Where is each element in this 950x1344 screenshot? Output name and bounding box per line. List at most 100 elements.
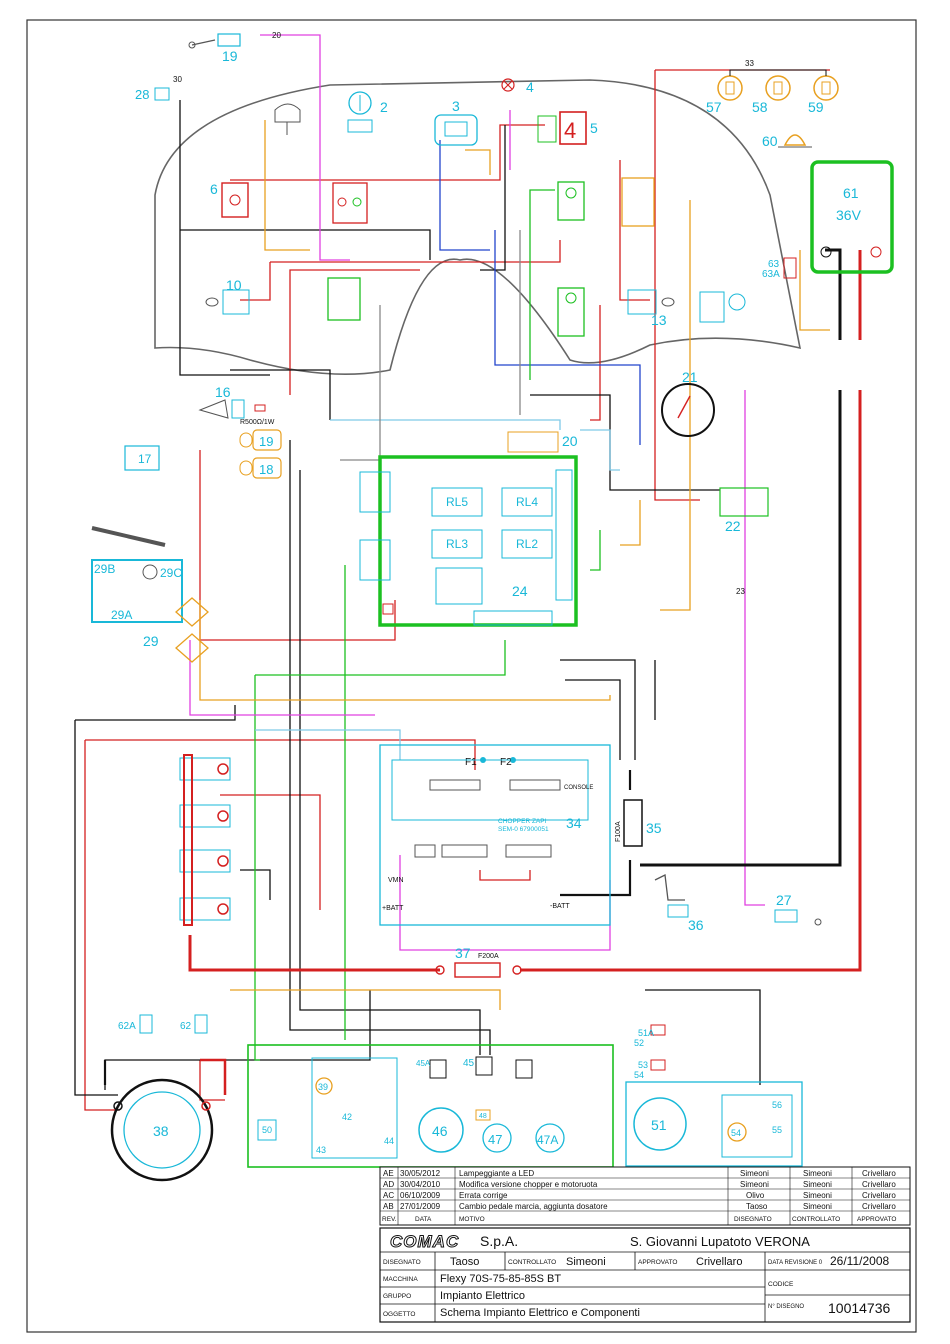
svg-text:APPROVATO: APPROVATO xyxy=(857,1216,896,1223)
label-18: 18 xyxy=(259,462,273,477)
group-name: Impianto Elettrico xyxy=(440,1290,525,1302)
svg-text:4: 4 xyxy=(564,118,576,143)
component-58: 60 xyxy=(762,133,812,149)
checked-label: CONTROLLATO xyxy=(508,1259,556,1266)
component-indicator-38 xyxy=(557,287,585,337)
drawn-label: DISEGNATO xyxy=(383,1259,421,1266)
company-suffix: S.p.A. xyxy=(480,1233,518,1249)
component-60: 62 xyxy=(180,1014,208,1034)
component-17: 17 xyxy=(124,445,160,471)
component-61: 62A xyxy=(118,1014,153,1034)
label-21: 21 xyxy=(682,369,698,385)
label-58: 60 xyxy=(762,133,778,149)
code-label: CODICE xyxy=(768,1281,794,1288)
revision-header: REV. DATA MOTIVO DISEGNATO CONTROLLATO A… xyxy=(382,1216,896,1223)
label-36: 36 xyxy=(688,917,704,933)
label-47: 47 xyxy=(488,1132,502,1147)
component-3: 3 xyxy=(434,98,478,146)
svg-text:Simeoni: Simeoni xyxy=(803,1191,832,1200)
component-21: 21 xyxy=(661,369,715,437)
drawing-no-label: N° DISEGNO xyxy=(768,1304,804,1310)
label-62A: 54 xyxy=(634,1070,644,1080)
batt-plus-label: +BATT xyxy=(382,905,404,912)
component-relay-cluster-b xyxy=(327,277,361,321)
revision-row-ad: AD 30/04/2010 Modifica versione chopper … xyxy=(383,1180,896,1189)
label-61: 62A xyxy=(118,1021,136,1032)
svg-text:AB: AB xyxy=(383,1202,394,1211)
label-45A: 45A xyxy=(416,1059,431,1068)
svg-text:DATA: DATA xyxy=(415,1216,432,1223)
label-56: 58 xyxy=(752,99,768,115)
svg-text:Olivo: Olivo xyxy=(746,1191,765,1200)
component-29: 29B 29C 29A 29 xyxy=(91,526,209,663)
svg-text:Simeoni: Simeoni xyxy=(803,1180,832,1189)
component-5: 4 5 xyxy=(537,111,598,145)
subject-label: OGGETTO xyxy=(383,1311,415,1318)
component-18: 18 xyxy=(239,457,282,479)
label-52: 54 xyxy=(731,1128,741,1138)
wire-label-20: 20 xyxy=(272,31,281,40)
relay-rl4: RL4 xyxy=(516,495,538,509)
checked-by: Simeoni xyxy=(566,1256,606,1268)
component-2: 2 xyxy=(347,91,388,133)
component-59-battery: 61 36V xyxy=(810,160,894,274)
fuse-f2: F2 xyxy=(500,757,512,768)
revision-date-label: DATA REVISIONE 0 xyxy=(768,1260,823,1266)
wiring xyxy=(74,34,862,1111)
component-35: F100A 35 xyxy=(615,799,662,847)
title-block xyxy=(379,1227,911,1323)
company-logo: COMAC xyxy=(390,1232,459,1251)
wire-label-23: 23 xyxy=(736,587,745,596)
svg-text:06/10/2009: 06/10/2009 xyxy=(400,1191,441,1200)
label-53: 55 xyxy=(772,1125,782,1135)
svg-text:AC: AC xyxy=(383,1191,394,1200)
page-border xyxy=(26,19,917,1333)
chopper-name: CHOPPER ZAPI xyxy=(498,818,547,825)
label-45: 45 xyxy=(463,1058,475,1069)
svg-text:27/01/2009: 27/01/2009 xyxy=(400,1202,441,1211)
machine-name: Flexy 70S-75-85-85S BT xyxy=(440,1273,561,1285)
svg-text:Simeoni: Simeoni xyxy=(740,1169,769,1178)
drawn-by: Taoso xyxy=(450,1256,479,1268)
svg-text:Simeoni: Simeoni xyxy=(803,1202,832,1211)
component-63: 63 63A xyxy=(762,257,797,280)
label-19: 19 xyxy=(259,434,273,449)
label-3: 3 xyxy=(452,98,460,114)
label-29C: 29C xyxy=(160,566,182,580)
company-location: S. Giovanni Lupatoto VERONA xyxy=(630,1234,810,1249)
label-27: 19 xyxy=(222,48,238,64)
label-63: 63 xyxy=(768,259,780,270)
relay-rl2: RL2 xyxy=(516,537,538,551)
component-55: 57 xyxy=(706,75,743,115)
label-10: 10 xyxy=(226,277,242,293)
svg-text:Taoso: Taoso xyxy=(746,1202,768,1211)
revision-row-ac: AC 06/10/2009 Errata corrige Olivo Simeo… xyxy=(383,1191,896,1200)
label-29A: 29A xyxy=(111,608,132,622)
label-22: 22 xyxy=(725,518,741,534)
component-34-chopper: CONSOLE CHOPPER ZAPI SEM-0 67900051 34 V… xyxy=(379,744,611,926)
label-44: 44 xyxy=(384,1136,394,1146)
label-37: 37 xyxy=(455,945,471,961)
hydraulic-group: 39 42 43 44 50 45 45A 46 47 47A 48 xyxy=(247,1044,614,1168)
revision-row-ae: AE 30/05/2012 Lampeggiante a LED Simeoni… xyxy=(383,1169,896,1178)
label-29: 29 xyxy=(143,633,159,649)
label-16: 16 xyxy=(215,384,231,400)
batt-minus-label: -BATT xyxy=(550,903,570,910)
vmn-label: VMN xyxy=(388,877,404,884)
label-5: 5 xyxy=(590,120,598,136)
svg-text:CONTROLLATO: CONTROLLATO xyxy=(792,1216,840,1223)
revision-date: 26/11/2008 xyxy=(830,1254,889,1268)
component-57: 59 xyxy=(808,75,839,115)
resistor-label: R500Ω/1W xyxy=(240,419,275,426)
label-51A: 52 xyxy=(634,1038,644,1048)
subject: Schema Impianto Elettrico e Componenti xyxy=(440,1307,640,1319)
component-23: 27 xyxy=(774,892,822,926)
label-60: 62 xyxy=(180,1021,192,1032)
svg-text:Crivellaro: Crivellaro xyxy=(862,1191,896,1200)
component-6: 6 xyxy=(210,181,249,218)
label-57: 59 xyxy=(808,99,824,115)
wire-label-33: 33 xyxy=(745,59,754,68)
label-2: 2 xyxy=(380,99,388,115)
label-55: 57 xyxy=(706,99,722,115)
component-10: 10 xyxy=(205,277,250,315)
